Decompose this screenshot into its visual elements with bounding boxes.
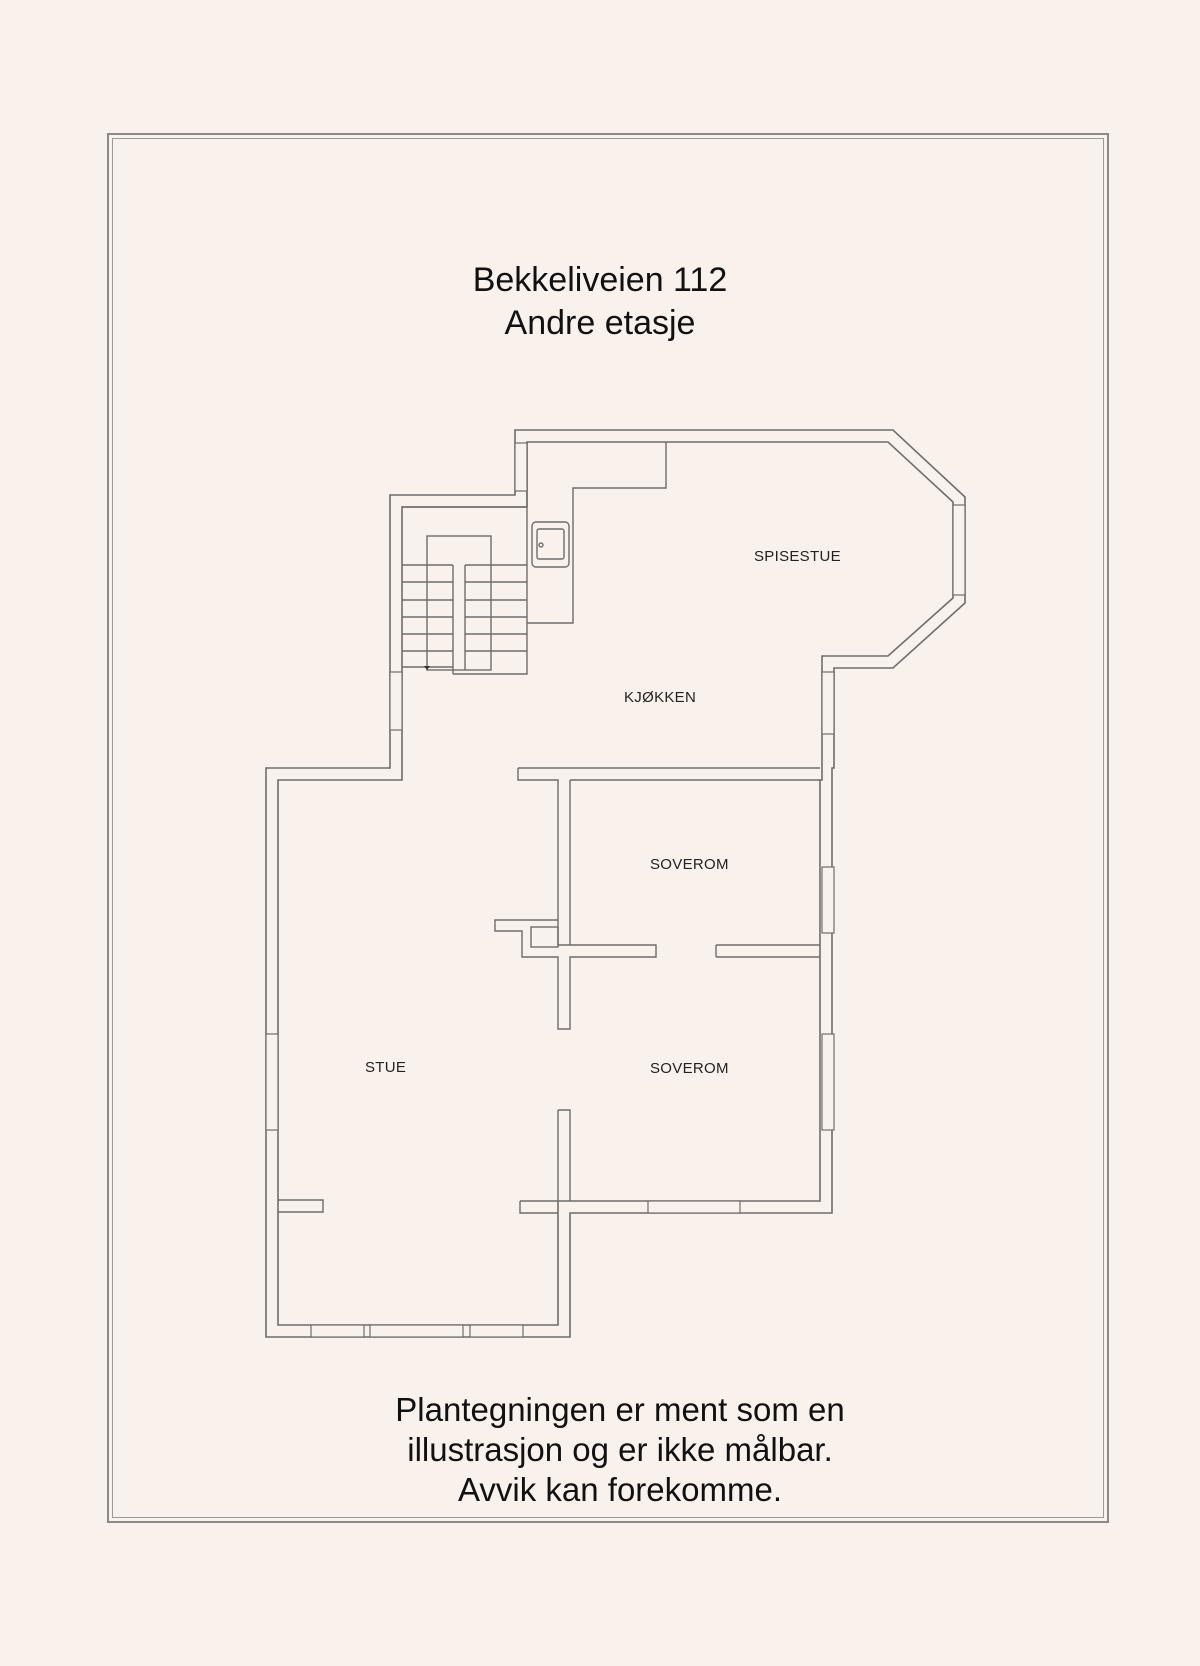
room-label-living: STUE — [365, 1059, 407, 1076]
address-title: Bekkeliveien 112 — [472, 261, 728, 299]
floor-title: Andre etasje — [504, 304, 696, 342]
disclaimer: Plantegningen er ment som en illustrasjo… — [300, 1390, 940, 1510]
disclaimer-line-2: illustrasjon og er ikke målbar. — [407, 1431, 833, 1468]
drawing-border — [107, 133, 1109, 1523]
disclaimer-line-1: Plantegningen er ment som en — [395, 1391, 845, 1428]
room-label-bedroom-upper: SOVEROM — [650, 856, 729, 873]
disclaimer-line-3: Avvik kan forekomme. — [457, 1471, 782, 1508]
room-label-bedroom-lower: SOVEROM — [650, 1060, 729, 1077]
room-label-dining: SPISESTUE — [754, 548, 841, 565]
drawing-border-inner — [112, 138, 1104, 1518]
room-label-kitchen: KJØKKEN — [624, 689, 697, 706]
